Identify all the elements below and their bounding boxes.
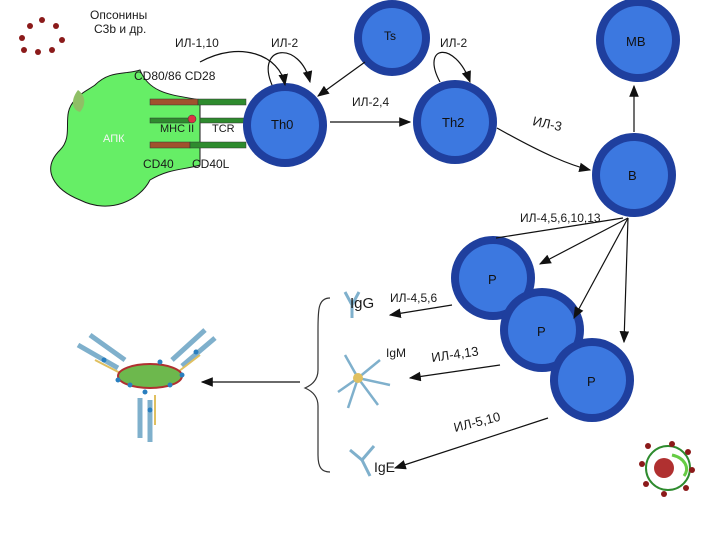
cell-th0: Th0 xyxy=(243,83,327,167)
opsonins-label-1: Опсонины xyxy=(90,8,147,22)
cd40l-label: CD40L xyxy=(192,157,230,171)
il2-4-label: ИЛ-2,4 xyxy=(352,95,390,109)
il-413-label: ИЛ-4,13 xyxy=(430,344,479,365)
antigen-leaf xyxy=(72,90,85,112)
ige-label: IgE xyxy=(374,459,395,475)
il2-left-label: ИЛ-2 xyxy=(271,36,298,50)
opsonin-dots-top xyxy=(19,17,65,55)
mhc-label: MHC II xyxy=(160,123,194,135)
igm-label: IgM xyxy=(386,346,406,360)
receptors xyxy=(149,98,247,149)
cell-p3-label: P xyxy=(587,374,596,389)
il2-right-label: ИЛ-2 xyxy=(440,36,467,50)
il-b-label: ИЛ-4,5,6,10,13 xyxy=(520,211,601,225)
apc-label: АПК xyxy=(103,133,125,145)
cell-th2: Th2 xyxy=(413,80,497,164)
apc-cell xyxy=(50,69,201,207)
il1-10-label: ИЛ-1,10 xyxy=(175,36,219,50)
phagocyte-icon xyxy=(639,441,695,497)
il-456-label: ИЛ-4,5,6 xyxy=(390,291,438,305)
cd80-cd28-label: CD80/86 CD28 xyxy=(134,69,216,83)
cell-ts: Ts xyxy=(354,0,430,76)
cell-mb: MB xyxy=(596,0,680,82)
cell-b: B xyxy=(592,133,676,217)
tcr-label: TCR xyxy=(212,123,235,135)
arrows xyxy=(199,51,639,470)
igm-icon xyxy=(337,354,391,409)
igg-icon xyxy=(343,291,361,318)
cell-b-label: B xyxy=(628,168,637,183)
cell-ts-label: Ts xyxy=(384,29,396,43)
opsonins-label-2: C3b и др. xyxy=(94,22,146,36)
cell-mb-label: MB xyxy=(626,34,646,49)
igg-label: IgG xyxy=(350,295,374,312)
il-510-label: ИЛ-5,10 xyxy=(452,409,502,435)
cell-th2-label: Th2 xyxy=(442,115,464,130)
il3-label: ИЛ-3 xyxy=(531,113,563,134)
ige-icon xyxy=(349,445,376,477)
cell-p1-label: P xyxy=(488,272,497,287)
antibody-brace xyxy=(303,297,331,473)
cell-th0-label: Th0 xyxy=(271,117,293,132)
cell-p2-label: P xyxy=(537,324,546,339)
cd40-label: CD40 xyxy=(143,157,174,171)
immune-complex xyxy=(76,328,217,442)
cell-p3: P xyxy=(550,338,634,422)
